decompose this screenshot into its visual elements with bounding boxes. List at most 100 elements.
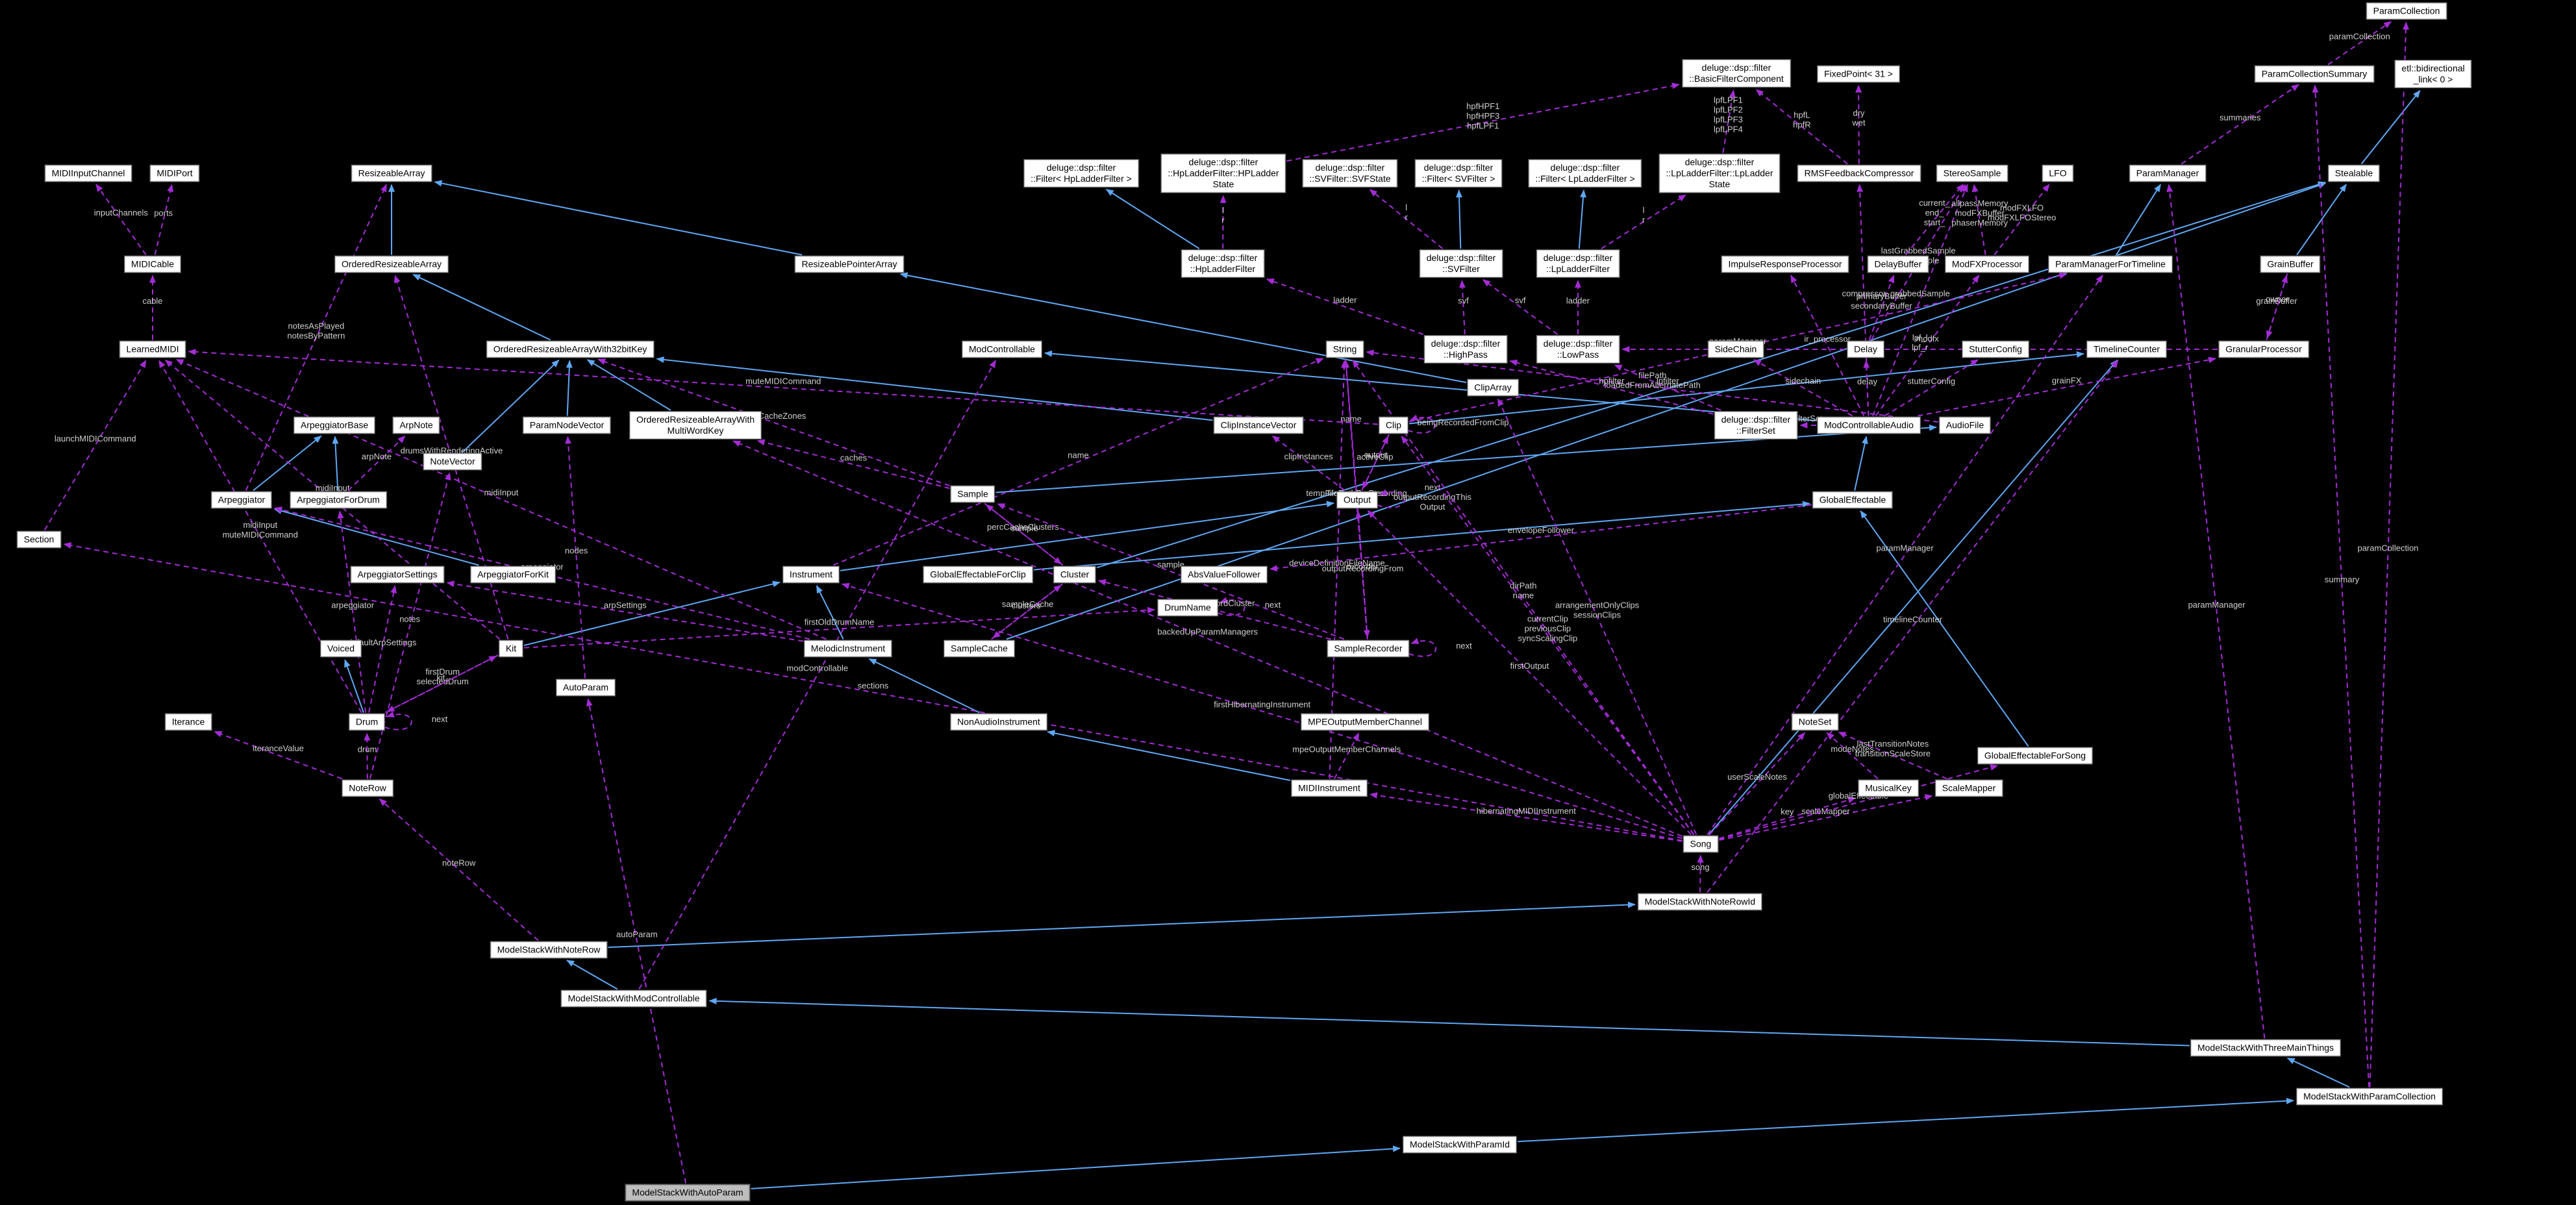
node-highPass[interactable]: deluge::dsp::filter::HighPass: [1423, 335, 1508, 364]
node-scaleMapper[interactable]: ScaleMapper: [1934, 779, 2003, 797]
node-globalEffectable[interactable]: GlobalEffectable: [1812, 491, 1894, 509]
node-msParamId[interactable]: ModelStackWithParamId: [1402, 1136, 1518, 1154]
node-filterSvf[interactable]: deluge::dsp::filter::Filter< SVFilter >: [1414, 159, 1503, 188]
node-lfo[interactable]: LFO: [2042, 164, 2074, 182]
node-clip[interactable]: Clip: [1378, 416, 1409, 434]
node-sampleRecorder[interactable]: SampleRecorder: [1327, 640, 1410, 658]
node-voiced[interactable]: Voiced: [319, 640, 362, 658]
node-modControllable[interactable]: ModControllable: [962, 340, 1042, 358]
edge-label: grainFX: [2052, 375, 2082, 385]
node-melodicInstrument[interactable]: MelodicInstrument: [803, 640, 893, 658]
node-sideChain[interactable]: SideChain: [1707, 340, 1764, 358]
node-midiInstrument[interactable]: MIDIInstrument: [1291, 779, 1368, 797]
node-arpeggiator[interactable]: Arpeggiator: [210, 491, 273, 509]
node-arpeggiatorForKit[interactable]: ArpeggiatorForKit: [470, 565, 556, 584]
node-filterLp[interactable]: deluge::dsp::filter::Filter< LpLadderFil…: [1528, 159, 1642, 188]
node-drum[interactable]: Drum: [348, 713, 386, 731]
node-arpeggiatorSettings[interactable]: ArpeggiatorSettings: [350, 565, 445, 584]
node-msThreeMainThings[interactable]: ModelStackWithThreeMainThings: [2190, 1039, 2342, 1057]
node-absValueFollower[interactable]: AbsValueFollower: [1181, 565, 1268, 584]
edge-lpLadderFilter-filterLp: [1578, 189, 1587, 249]
node-msModControllable[interactable]: ModelStackWithModControllable: [560, 989, 707, 1008]
node-arpNote[interactable]: ArpNote: [392, 416, 440, 434]
node-msNoteRowId[interactable]: ModelStackWithNoteRowId: [1637, 893, 1763, 911]
node-midiCable[interactable]: MIDICable: [123, 255, 182, 273]
node-svfState[interactable]: deluge::dsp::filter::SVFilter::SVFState: [1302, 159, 1398, 188]
node-msNoteRow[interactable]: ModelStackWithNoteRow: [490, 941, 608, 959]
node-lpLadderFilter[interactable]: deluge::dsp::filter::LpLadderFilter: [1536, 249, 1620, 278]
node-grainBuffer[interactable]: GrainBuffer: [2260, 255, 2321, 273]
node-delayBuffer[interactable]: DelayBuffer: [1867, 255, 1929, 273]
node-impulseResponseProcessor[interactable]: ImpulseResponseProcessor: [1721, 255, 1849, 273]
node-musicalKey[interactable]: MusicalKey: [1858, 779, 1919, 797]
node-paramCollectionSummary[interactable]: ParamCollectionSummary: [2254, 65, 2375, 83]
node-msAutoParam[interactable]: ModelStackWithAutoParam: [625, 1184, 751, 1202]
node-mpeOutputMemberChannel[interactable]: MPEOutputMemberChannel: [1301, 713, 1429, 731]
node-paramNodeVector[interactable]: ParamNodeVector: [522, 416, 612, 434]
node-paramCollection[interactable]: ParamCollection: [2366, 2, 2447, 20]
node-hpLadderFilter[interactable]: deluge::dsp::filter::HpLadderFilter: [1181, 249, 1265, 278]
node-arpeggiatorBase[interactable]: ArpeggiatorBase: [293, 416, 376, 434]
node-globalEffectableForSong[interactable]: GlobalEffectableForSong: [1977, 747, 2094, 765]
node-filterSet[interactable]: deluge::dsp::filter::FilterSet: [1714, 411, 1798, 440]
node-stereoSample[interactable]: StereoSample: [1936, 164, 2008, 182]
node-sample[interactable]: Sample: [950, 485, 995, 503]
edge-cluster-sample: [985, 504, 1064, 566]
node-fixedPoint31[interactable]: FixedPoint< 31 >: [1817, 65, 1900, 83]
node-granularProcessor[interactable]: GranularProcessor: [2218, 340, 2309, 358]
node-svFilter[interactable]: deluge::dsp::filter::SVFilter: [1419, 249, 1503, 278]
node-noteVector[interactable]: NoteVector: [423, 453, 482, 471]
node-paramManagerForTimeline[interactable]: ParamManagerForTimeline: [2048, 255, 2173, 273]
node-autoParam[interactable]: AutoParam: [555, 678, 616, 697]
node-iterance[interactable]: Iterance: [164, 713, 212, 731]
node-nonAudioInstrument[interactable]: NonAudioInstrument: [950, 713, 1047, 731]
node-string[interactable]: String: [1325, 340, 1364, 358]
edge-label: compressor: [1842, 288, 1887, 298]
node-sampleCache[interactable]: SampleCache: [944, 640, 1015, 658]
node-clipInstanceVector[interactable]: ClipInstanceVector: [1213, 416, 1304, 434]
node-learnedMidi[interactable]: LearnedMIDI: [119, 340, 186, 358]
node-song[interactable]: Song: [1682, 835, 1719, 853]
edge-label: next: [1265, 600, 1281, 610]
node-lowPass[interactable]: deluge::dsp::filter::LowPass: [1536, 335, 1620, 364]
edge-melodicInstrument-instrument: [816, 585, 844, 640]
node-midiPort[interactable]: MIDIPort: [149, 164, 200, 182]
node-noteSet[interactable]: NoteSet: [1791, 713, 1839, 731]
node-midiInputChannel[interactable]: MIDIInputChannel: [44, 164, 132, 182]
node-filterHp[interactable]: deluge::dsp::filter::Filter< HpLadderFil…: [1023, 159, 1139, 188]
node-hpLadderState[interactable]: deluge::dsp::filter::HpLadderFilter::HPL…: [1160, 153, 1286, 193]
node-kit[interactable]: Kit: [498, 640, 524, 658]
node-basicFilterComponent[interactable]: deluge::dsp::filter::BasicFilterComponen…: [1682, 59, 1791, 88]
node-resizeableArray[interactable]: ResizeableArray: [351, 164, 432, 182]
edge-label: hibernatingMIDIInstrument: [1477, 806, 1577, 816]
node-msParamCollection[interactable]: ModelStackWithParamCollection: [2296, 1087, 2443, 1106]
node-instrument[interactable]: Instrument: [782, 565, 840, 584]
node-output[interactable]: Output: [1336, 491, 1379, 509]
node-noteRow[interactable]: NoteRow: [342, 779, 394, 797]
node-bidirectionalLink[interactable]: etl::bidirectional_link< 0 >: [2394, 60, 2472, 88]
node-paramManager[interactable]: ParamManager: [2129, 164, 2207, 182]
node-stealable[interactable]: Stealable: [2327, 164, 2381, 182]
node-globalEffectableForClip[interactable]: GlobalEffectableForClip: [923, 565, 1033, 584]
node-timelineCounter[interactable]: TimelineCounter: [2086, 340, 2168, 358]
node-clipArray[interactable]: ClipArray: [1467, 379, 1519, 397]
node-section[interactable]: Section: [16, 530, 62, 549]
node-rmsFeedbackCompressor[interactable]: RMSFeedbackCompressor: [1797, 164, 1921, 182]
node-audioFile[interactable]: AudioFile: [1938, 416, 1992, 434]
edge-drumName-drumName: [1217, 597, 1245, 616]
node-modFxProcessor[interactable]: ModFXProcessor: [1944, 255, 2030, 273]
node-resizeablePointerArray[interactable]: ResizeablePointerArray: [794, 255, 905, 273]
node-ora32[interactable]: OrderedResizeableArrayWith32bitKey: [486, 340, 655, 358]
node-drumName[interactable]: DrumName: [1157, 599, 1218, 617]
node-orderedResizeableArray[interactable]: OrderedResizeableArray: [334, 255, 449, 273]
node-stutterConfig[interactable]: StutterConfig: [1962, 340, 2029, 358]
edge-label: arpeggiator: [331, 600, 374, 610]
node-cluster[interactable]: Cluster: [1053, 565, 1097, 584]
node-delay[interactable]: Delay: [1847, 340, 1884, 358]
node-arpeggiatorForDrum[interactable]: ArpeggiatorForDrum: [290, 491, 387, 509]
node-lpLadderState[interactable]: deluge::dsp::filter::LpLadderFilter::LpL…: [1658, 153, 1781, 193]
node-modControllableAudio[interactable]: ModControllableAudio: [1817, 416, 1921, 434]
